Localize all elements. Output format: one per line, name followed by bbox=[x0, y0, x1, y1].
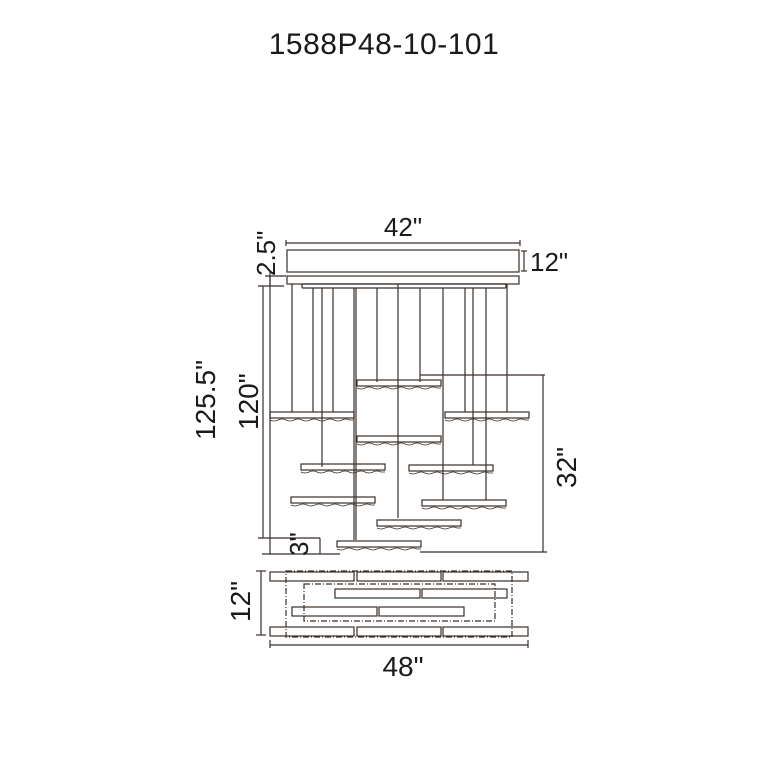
dim-wire-length: 120" bbox=[233, 373, 264, 430]
dim-top-width: 48" bbox=[382, 651, 423, 682]
dim-top-depth: 12" bbox=[225, 581, 256, 622]
dim-canopy-depth: 12" bbox=[530, 247, 568, 277]
model-number-title: 1588P48-10-101 bbox=[268, 28, 500, 61]
dim-overall-height: 125.5" bbox=[190, 360, 221, 440]
top-view bbox=[256, 570, 529, 648]
canopy-base bbox=[286, 275, 520, 285]
dim-canopy-width: 42" bbox=[384, 212, 422, 242]
dim-canopy-height: 2.5" bbox=[251, 231, 281, 276]
canopy-plate bbox=[286, 249, 520, 273]
dim-panel-height: 3" bbox=[284, 532, 314, 556]
dim-tier-drop: 32" bbox=[551, 447, 582, 488]
light-panels bbox=[269, 379, 530, 548]
